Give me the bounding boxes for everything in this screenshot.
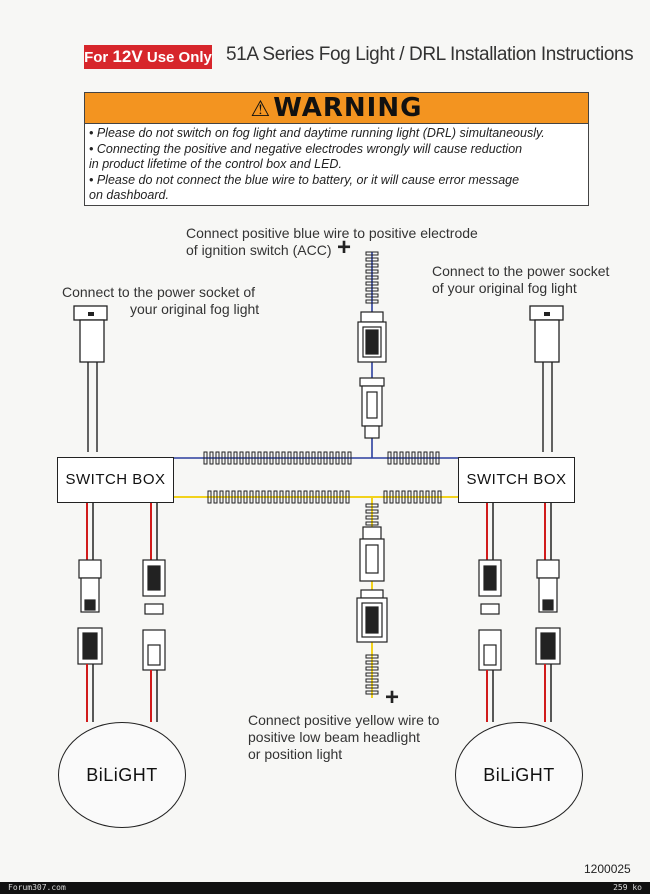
right-socket-note-line-2: of your original fog light [432,280,577,296]
blue-wire-note-line-1: Connect positive blue wire to positive e… [186,225,478,241]
blue-connector [357,311,387,439]
yellow-wire-note-line-2: positive low beam headlight [248,729,420,745]
yellow-plus-sign: + [385,684,400,711]
left-bilight-lamp: BiLiGHT [58,722,186,828]
left-switch-box: SWITCH BOX [57,457,174,503]
scan-footer: Forum307.com 259 ko [0,882,650,894]
right-socket-plug [529,305,564,363]
footer-site: Forum307.com [8,883,66,892]
warning-heading: WARNING [273,93,423,123]
blue-plus-sign: + [337,234,352,261]
document-code: 1200025 [584,862,631,876]
page-title: 51A Series Fog Light / DRL Installation … [226,44,634,65]
right-socket-note-line-1: Connect to the power socket [432,263,610,279]
left-socket-note-line-2: your original fog light [130,301,260,317]
badge-prefix: For [84,49,113,66]
warning-line-2: • Connecting the positive and negative e… [89,142,523,156]
blue-wire-note-line-2: of ignition switch (ACC) [186,242,332,258]
right-switch-box: SWITCH BOX [458,457,575,503]
right-bilight-lamp: BiLiGHT [455,722,583,828]
warning-box: ⚠WARNING • Please do not switch on fog l… [84,92,589,206]
warning-line-3: in product lifetime of the control box a… [89,157,342,171]
yellow-wire [172,490,458,698]
badge-suffix: Use Only [142,49,212,66]
right-light-harness [478,502,561,722]
warning-line-1: • Please do not switch on fog light and … [89,126,545,140]
yellow-wire-note-line-3: or position light [248,746,343,762]
warning-triangle-icon: ⚠ [250,97,272,122]
warning-line-5: on dashboard. [89,188,169,202]
badge-voltage: 12V [112,47,143,66]
voltage-badge: For 12V Use Only [84,45,212,69]
warning-line-4: • Please do not connect the blue wire to… [89,173,520,187]
right-power-cable [542,362,553,452]
yellow-wire-note-line-1: Connect positive yellow wire to [248,712,440,728]
yellow-connector [356,526,388,643]
footer-size: 259 ko [613,883,642,892]
left-power-cable [87,362,98,452]
warning-bar: ⚠WARNING [85,93,588,124]
left-socket-plug [73,305,108,363]
left-light-harness [77,502,166,722]
left-socket-note-line-1: Connect to the power socket of [62,284,255,300]
